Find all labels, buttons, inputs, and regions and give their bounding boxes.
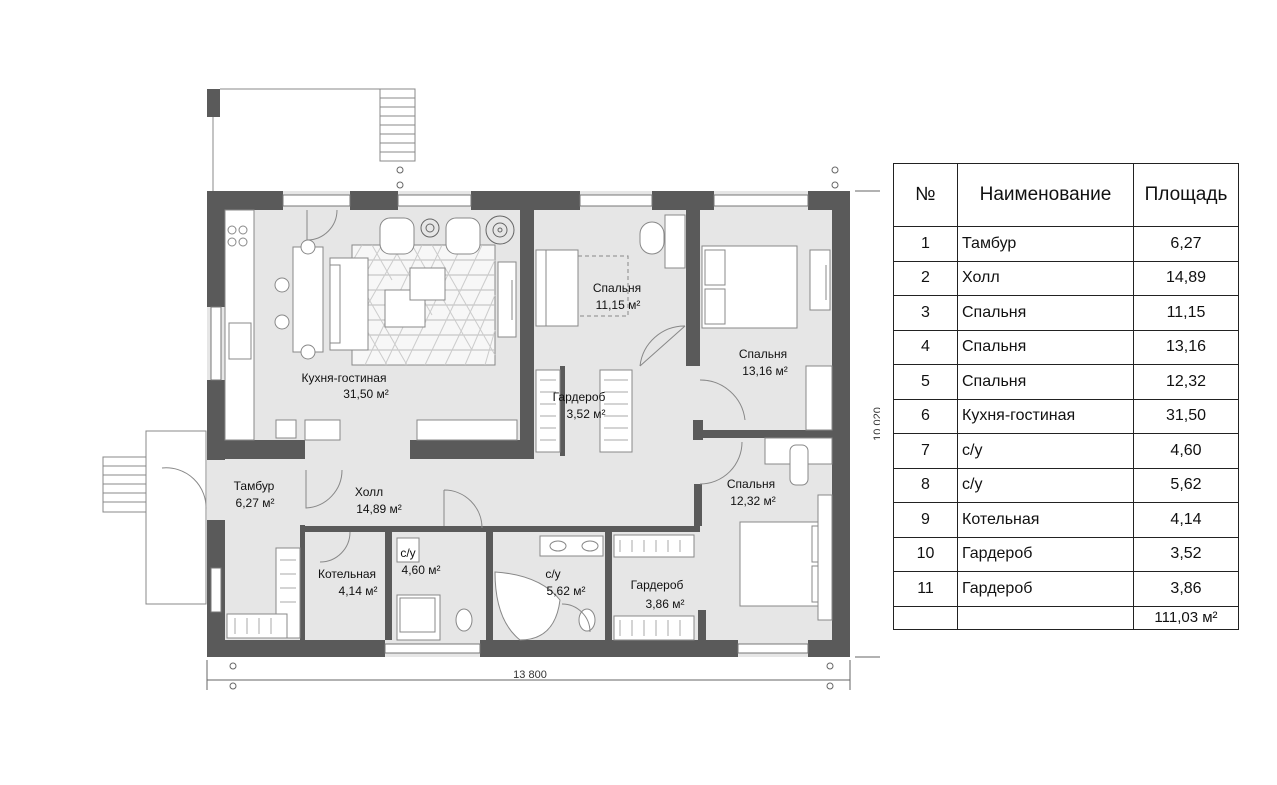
row-name: Спальня [957,364,1134,400]
room-name: Гардероб [631,578,684,592]
room-name: с/у [545,567,560,581]
doors [161,209,746,633]
room-area: 5,62 м² [547,584,586,598]
legend-header-row: № Наименование Площадь [893,163,1239,227]
row-area: 13,16 [1133,329,1239,365]
room-area: 13,16 м² [742,364,788,378]
room-area: 4,14 м² [339,584,378,598]
height-dimension: 10 020 [872,407,880,441]
row-number: 5 [893,364,958,400]
row-number: 4 [893,329,958,365]
total-empty-cell [893,605,958,630]
room-name: Спальня [727,477,775,491]
header-area: Площадь [1133,163,1239,227]
total-row: 111,03 м² [893,605,1239,630]
row-name: Спальня [957,329,1134,365]
floor-plan: 13 800 10 020 Кухня-гостиная 31,50 м² Сп… [102,88,880,690]
inner-walls [225,208,832,650]
row-area: 4,14 [1133,502,1239,538]
wardrobe-hatching [226,369,695,641]
row-name: с/у [957,467,1134,503]
living-furniture [329,217,517,366]
room-area: 12,32 м² [730,494,776,508]
bedroom-1-furniture [535,214,686,327]
row-area: 3,86 [1133,571,1239,607]
room-name: Тамбур [234,479,275,493]
row-name: Котельная [957,502,1134,538]
row-area: 5,62 [1133,467,1239,503]
row-name: Холл [957,260,1134,296]
room-name: с/у [400,546,415,560]
row-area: 12,32 [1133,364,1239,400]
row-number: 9 [893,502,958,538]
row-number: 10 [893,536,958,572]
row-number: 7 [893,433,958,469]
room-area: 3,86 м² [646,597,685,611]
row-name: Гардероб [957,536,1134,572]
room-area: 14,89 м² [356,502,402,516]
total-area: 111,03 м² [1133,605,1239,630]
row-name: Спальня [957,295,1134,331]
row-name: Тамбур [957,226,1134,262]
row-area: 4,60 [1133,433,1239,469]
header-number: № [893,163,958,227]
row-number: 2 [893,260,958,296]
row-number: 6 [893,398,958,434]
room-area: 4,60 м² [402,563,441,577]
width-dimension: 13 800 [513,669,547,681]
row-area: 6,27 [1133,226,1239,262]
row-number: 1 [893,226,958,262]
room-area: 3,52 м² [567,407,606,421]
row-area: 3,52 [1133,536,1239,572]
row-name: с/у [957,433,1134,469]
boiler-equipment [275,419,297,439]
row-number: 8 [893,467,958,503]
row-number: 3 [893,295,958,331]
dimension-lines [206,166,880,690]
bedroom-2-furniture [701,245,833,431]
row-area: 14,89 [1133,260,1239,296]
room-area: 31,50 м² [343,387,389,401]
entrance-porch [102,430,207,605]
room-name: Кухня-гостиная [302,371,387,385]
row-area: 31,50 [1133,398,1239,434]
room-area: 11,15 м² [596,298,641,312]
terrace [207,88,416,191]
plant-icons [420,215,515,245]
room-name: Гардероб [553,390,606,404]
header-name: Наименование [957,163,1134,227]
room-name: Спальня [593,281,641,295]
kitchen-furniture [224,209,518,441]
windows [210,194,809,654]
room-name: Спальня [739,347,787,361]
room-labels: Кухня-гостиная 31,50 м² Спальня 11,15 м²… [234,281,788,611]
row-name: Гардероб [957,571,1134,607]
row-number: 11 [893,571,958,607]
room-area: 6,27 м² [236,496,275,510]
bathroom-fixtures [396,535,604,641]
room-name: Котельная [318,567,376,581]
row-name: Кухня-гостиная [957,398,1134,434]
row-area: 11,15 [1133,295,1239,331]
total-empty-cell [957,605,1134,630]
bedroom-3-furniture [739,437,833,621]
room-name: Холл [355,485,383,499]
